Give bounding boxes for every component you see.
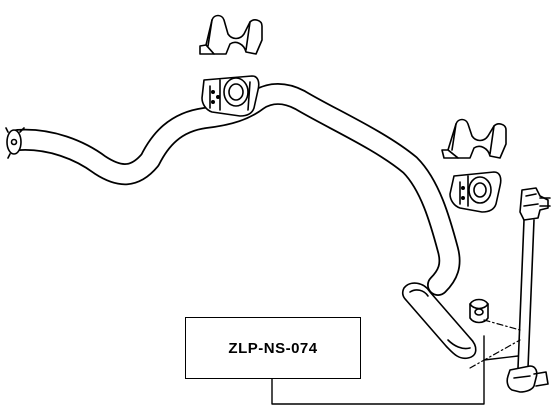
mounting-bracket-right — [441, 118, 507, 159]
part-number-label: ZLP-NS-074 — [185, 317, 361, 379]
stabilizer-link — [506, 187, 551, 393]
alignment-line — [469, 339, 521, 369]
bushing-left — [201, 75, 260, 117]
stabilizer-bar — [7, 83, 461, 296]
bar-end-cap — [5, 127, 25, 159]
bushing-right — [449, 171, 502, 213]
alignment-line-2 — [483, 319, 521, 331]
bar-arm — [401, 282, 477, 360]
part-number-text: ZLP-NS-074 — [228, 339, 318, 357]
leader-line — [271, 355, 519, 405]
mounting-bracket-left — [199, 14, 263, 55]
link-connection-grommet — [469, 298, 489, 324]
